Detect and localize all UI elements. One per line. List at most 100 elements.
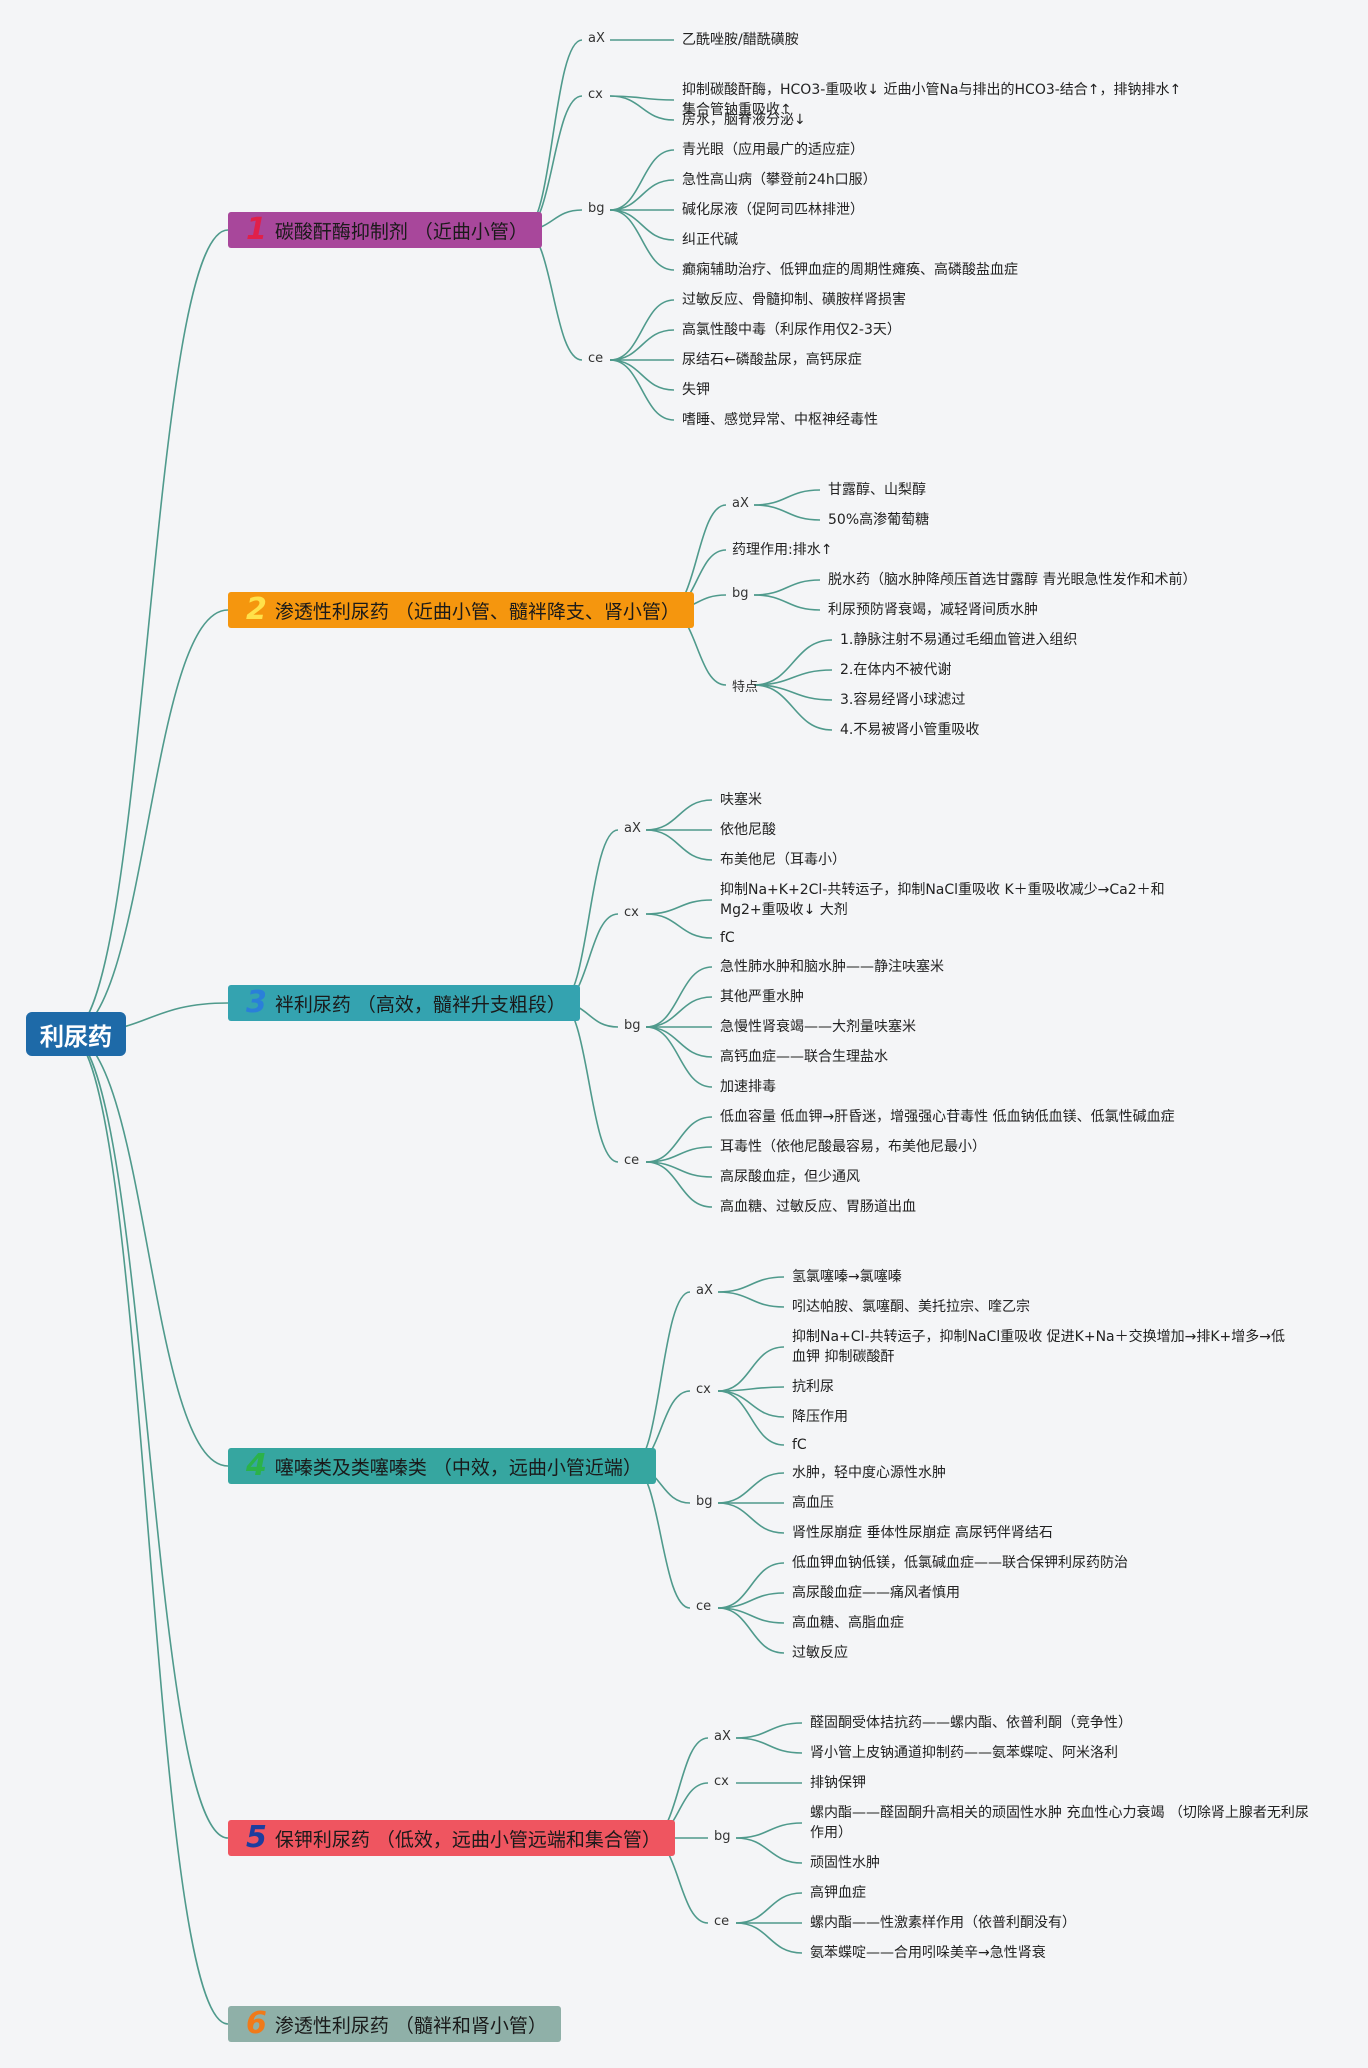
leaf-item[interactable]: 高血压 [792, 1495, 834, 1511]
connector-line [67, 1033, 229, 1467]
connector-line [609, 179, 675, 211]
leaf-item[interactable]: 其他严重水肿 [720, 989, 804, 1005]
group-key-特点[interactable]: 特点 [732, 680, 759, 695]
group-key-aX[interactable]: aX [588, 31, 605, 46]
leaf-item[interactable]: 螺内酯——性激素样作用（依普利酮没有） [810, 1915, 1076, 1931]
group-key-cx[interactable]: cx [696, 1382, 711, 1397]
group-key-ce[interactable]: ce [588, 351, 604, 366]
leaf-item[interactable]: 4.不易被肾小管重吸收 [840, 722, 980, 738]
connector-line [631, 1465, 691, 1609]
leaf-item[interactable]: 肾性尿崩症 垂体性尿崩症 高尿钙伴肾结石 [792, 1525, 1053, 1541]
leaf-item[interactable]: 高尿酸血症——痛风者慎用 [792, 1585, 960, 1601]
group-key-cx[interactable]: cx [714, 1774, 729, 1789]
branch-number: 5 [246, 1820, 267, 1855]
group-key-ce[interactable]: ce [624, 1153, 640, 1168]
leaf-item[interactable]: 3.容易经肾小球滤过 [840, 692, 966, 708]
leaf-item[interactable]: 布美他尼（耳毒小） [720, 852, 846, 868]
leaf-item[interactable]: 青光眼（应用最广的适应症） [682, 142, 864, 158]
leaf-item[interactable]: 低血钾血钠低镁，低氯碱血症——联合保钾利尿药防治 [792, 1555, 1128, 1571]
leaf-item[interactable]: 抑制碳酸酐酶，HCO3-重吸收↓ 近曲小管Na与排出的HCO3-结合↑，排钠排水… [682, 82, 1182, 118]
leaf-item[interactable]: 降压作用 [792, 1409, 848, 1425]
leaf-item[interactable]: 排钠保钾 [810, 1775, 866, 1791]
leaf-item[interactable]: 脱水药（脑水肿降颅压首选甘露醇 青光眼急性发作和术前） [828, 572, 1197, 588]
connector-line [609, 209, 675, 241]
leaf-item[interactable]: 1.静脉注射不易通过毛细血管进入组织 [840, 632, 1078, 648]
connector-line [645, 799, 713, 831]
connector-line [717, 1276, 785, 1293]
leaf-item[interactable]: 失钾 [682, 382, 710, 398]
leaf-item[interactable]: 急性肺水肿和脑水肿——静注呋塞米 [720, 959, 944, 975]
leaf-item[interactable]: 氨苯蝶啶——合用吲哚美辛→急性肾衰 [810, 1945, 1046, 1961]
leaf-item[interactable]: 水肿，轻中度心源性水肿 [792, 1465, 946, 1481]
leaf-item[interactable]: 乙酰唑胺/醋酰磺胺 [682, 32, 799, 48]
group-key-bg[interactable]: bg [588, 201, 605, 216]
leaf-item[interactable]: 碱化尿液（促阿司匹林排泄） [682, 202, 864, 218]
connector-line [67, 229, 229, 1035]
leaf-item[interactable]: 高血糖、高脂血症 [792, 1615, 904, 1631]
group-key-bg[interactable]: bg [714, 1829, 731, 1844]
group-key-cx[interactable]: cx [624, 905, 639, 920]
leaf-item[interactable]: 高钙血症——联合生理盐水 [720, 1049, 888, 1065]
leaf-item[interactable]: 螺内酯——醛固酮升高相关的顽固性水肿 充血性心力衰竭 （切除肾上腺者无利尿作用） [810, 1805, 1309, 1841]
leaf-item[interactable]: 高血糖、过敏反应、胃肠道出血 [720, 1199, 916, 1215]
connector-line [609, 359, 675, 421]
group-key-aX[interactable]: aX [696, 1283, 713, 1298]
leaf-item[interactable]: 过敏反应、骨髓抑制、磺胺样肾损害 [682, 292, 906, 308]
root-node-diuretics[interactable]: 利尿药 [26, 1012, 126, 1056]
leaf-item[interactable]: 嗜睡、感觉异常、中枢神经毒性 [682, 412, 878, 428]
leaf-item[interactable]: 尿结石←磷酸盐尿，高钙尿症 [682, 352, 862, 368]
connector-line [753, 579, 821, 596]
leaf-item[interactable]: 2.在体内不被代谢 [840, 662, 952, 678]
leaf-item[interactable]: fC [720, 930, 735, 946]
leaf-item[interactable]: 高氯性酸中毒（利尿作用仅2-3天） [682, 322, 901, 338]
leaf-item[interactable]: 氢氯噻嗪→氯噻嗪 [792, 1269, 902, 1285]
leaf-item[interactable]: 纠正代碱 [682, 232, 738, 248]
group-key-aX[interactable]: aX [714, 1729, 731, 1744]
leaf-item[interactable]: 急性高山病（攀登前24h口服） [682, 172, 877, 188]
connector-line [523, 229, 583, 361]
leaf-item[interactable]: 房水，脑脊液分泌↓ [682, 112, 806, 128]
leaf-item[interactable]: 抑制Na+Cl-共转运子，抑制NaCl重吸收 促进K+Na＋交换增加→排K+增多… [792, 1329, 1285, 1365]
leaf-item[interactable]: 醛固酮受体拮抗药——螺内酯、依普利酮（竞争性） [810, 1715, 1132, 1731]
leaf-item[interactable]: 甘露醇、山梨醇 [828, 482, 926, 498]
group-key-bg[interactable]: bg [624, 1018, 641, 1033]
leaf-item[interactable]: 癫痫辅助治疗、低钾血症的周期性瘫痪、高磷酸盐血症 [682, 262, 1018, 278]
group-key-ce[interactable]: ce [714, 1914, 730, 1929]
leaf-item[interactable]: fC [792, 1437, 807, 1453]
leaf-item[interactable]: 呋塞米 [720, 792, 762, 808]
group-key-bg[interactable]: bg [732, 586, 749, 601]
leaf-item[interactable]: 依他尼酸 [720, 822, 776, 838]
leaf-item[interactable]: 抗利尿 [792, 1379, 834, 1395]
leaf-item[interactable]: 药理作用:排水↑ [732, 542, 833, 558]
leaf-item[interactable]: 顽固性水肿 [810, 1855, 880, 1871]
leaf-item[interactable]: 高尿酸血症，但少通风 [720, 1169, 860, 1185]
leaf-item[interactable]: 耳毒性（依他尼酸最容易，布美他尼最小） [720, 1139, 986, 1155]
leaf-item[interactable]: 急慢性肾衰竭——大剂量呋塞米 [720, 1019, 916, 1035]
branch-number: 3 [246, 985, 267, 1020]
leaf-item[interactable]: 利尿预防肾衰竭，减轻肾间质水肿 [828, 602, 1038, 618]
group-key-ce[interactable]: ce [696, 1599, 712, 1614]
leaf-item[interactable]: 50%高渗葡萄糖 [828, 512, 930, 528]
connector-line [717, 1390, 785, 1446]
group-key-aX[interactable]: aX [624, 821, 641, 836]
leaf-item[interactable]: 过敏反应 [792, 1645, 848, 1661]
leaf-item[interactable]: 吲达帕胺、氯噻酮、美托拉宗、喹乙宗 [792, 1299, 1030, 1315]
group-key-bg[interactable]: bg [696, 1494, 713, 1509]
group-key-cx[interactable]: cx [588, 87, 603, 102]
leaf-item[interactable]: 加速排毒 [720, 1079, 776, 1095]
connector-line [735, 1722, 803, 1739]
group-key-aX[interactable]: aX [732, 496, 749, 511]
leaf-item[interactable]: 抑制Na+K+2Cl-共转运子，抑制NaCl重吸收 K＋重吸收减少→Ca2＋和M… [720, 882, 1165, 918]
connector-line [717, 1502, 785, 1534]
leaf-item[interactable]: 高钾血症 [810, 1885, 866, 1901]
connector-line [67, 609, 229, 1035]
leaf-item[interactable]: 低血容量 低血钾→肝昏迷，增强强心苷毒性 低血钠低血镁、低氯性碱血症 [720, 1109, 1175, 1125]
leaf-item[interactable]: 肾小管上皮钠通道抑制药——氨苯蝶啶、阿米洛利 [810, 1745, 1118, 1761]
